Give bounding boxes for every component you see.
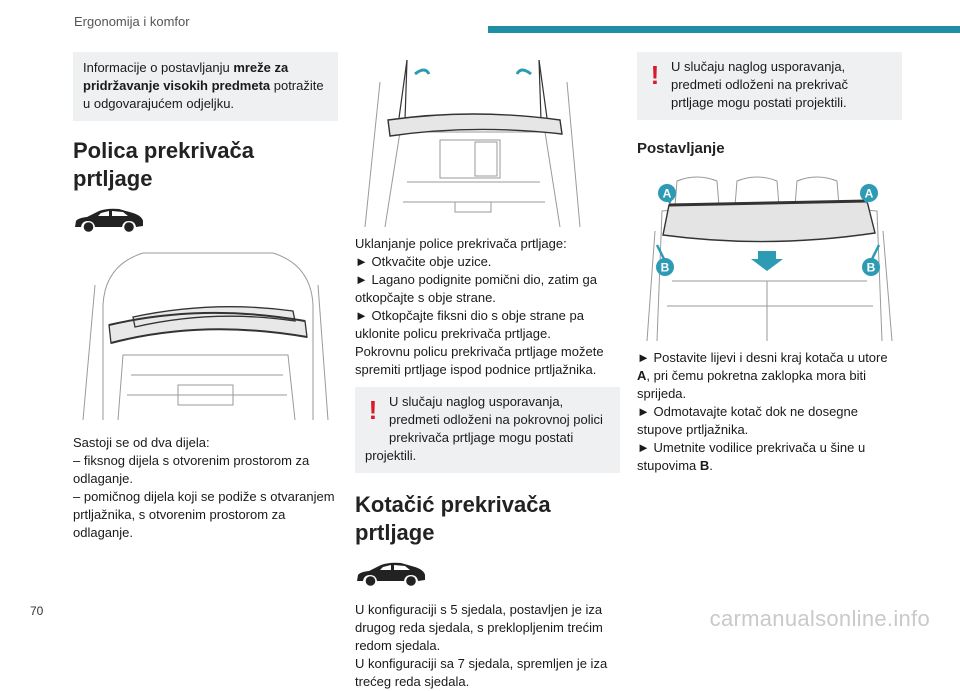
info-text-pre: Informacije o postavljanju [83, 60, 234, 75]
desc-line: – fiksnog dijela s otvorenim prostorom z… [73, 453, 310, 486]
car-silhouette-icon [357, 562, 425, 586]
configuration-text: U konfiguraciji s 5 sjedala, postavljen … [355, 601, 620, 691]
label-a-left: A [658, 184, 676, 202]
removal-illustration [364, 59, 581, 227]
cover-shelf-illustration [82, 252, 329, 420]
info-box: Informacije o postavljanju mreže za prid… [73, 52, 338, 121]
removal-steps: Uklanjanje police prekrivača prtljage: ►… [355, 235, 620, 379]
svg-text:A: A [663, 187, 672, 201]
warning-box: ! U slučaju naglog usporavanja, predmeti… [355, 387, 620, 473]
step-line: Pokrovnu policu prekrivača prtljage može… [355, 344, 604, 377]
installation-steps: ► Postavite lijevi i desni kraj kotača u… [637, 349, 902, 475]
subsection-title: Postavljanje [637, 140, 725, 157]
label-b-left: B [656, 258, 674, 276]
step-line: ► Otkopčajte fiksni dio s obje strane pa… [355, 308, 584, 341]
step-line: ► Otkvačite obje uzice. [355, 254, 492, 269]
column-1: Informacije o postavljanju mreže za prid… [73, 52, 338, 542]
svg-text:A: A [865, 187, 874, 201]
warning-icon: ! [650, 60, 660, 90]
warning-text: U slučaju naglog usporavanja, predmeti o… [365, 394, 603, 463]
svg-text:B: B [661, 261, 670, 275]
description: Sastoji se od dva dijela: – fiksnog dije… [73, 434, 338, 542]
warning-icon: ! [368, 395, 378, 425]
config-line: U konfiguraciji sa 7 sjedala, spremljen … [355, 656, 608, 689]
car-silhouette-icon [75, 208, 143, 232]
section-title-cover-reel: Kotačić prekrivača prtljage [355, 492, 551, 545]
watermark-logo: carmanualsonline.info [709, 606, 930, 631]
info-text-bold: mreže za pridržavanje visokih predmeta [83, 60, 289, 93]
page-number: 70 [30, 604, 44, 618]
warning-text: U slučaju naglog usporavanja, predmeti o… [671, 59, 849, 110]
label-b-right: B [862, 258, 880, 276]
desc-line: Sastoji se od dva dijela: [73, 435, 210, 450]
warning-box: ! U slučaju naglog usporavanja, predmeti… [637, 52, 902, 120]
label-a-right: A [860, 184, 878, 202]
config-line: U konfiguraciji s 5 sjedala, postavljen … [355, 602, 603, 653]
section-header: Ergonomija i komfor [74, 14, 190, 29]
column-3: ! U slučaju naglog usporavanja, predmeti… [637, 52, 902, 475]
step-line: ► Odmotavajte kotač dok ne dosegne stupo… [637, 404, 858, 437]
column-2: Uklanjanje police prekrivača prtljage: ►… [355, 52, 620, 691]
step-line: ► Umetnite vodilice prekrivača u šine u … [637, 440, 866, 473]
step-line: Uklanjanje police prekrivača prtljage: [355, 236, 567, 251]
header-accent-bar [488, 26, 960, 33]
svg-text:B: B [867, 261, 876, 275]
step-line: ► Postavite lijevi i desni kraj kotača u… [637, 350, 888, 401]
info-text-post: potražite u odgovarajućem odjeljku. [83, 78, 324, 111]
desc-line: – pomičnog dijela koji se podiže s otvar… [73, 489, 335, 540]
step-line: ► Lagano podignite pomični dio, zatim ga… [355, 272, 597, 305]
installation-illustration: A A B B [646, 176, 893, 341]
section-title-cover-shelf: Polica prekrivača prtljage [73, 138, 255, 191]
